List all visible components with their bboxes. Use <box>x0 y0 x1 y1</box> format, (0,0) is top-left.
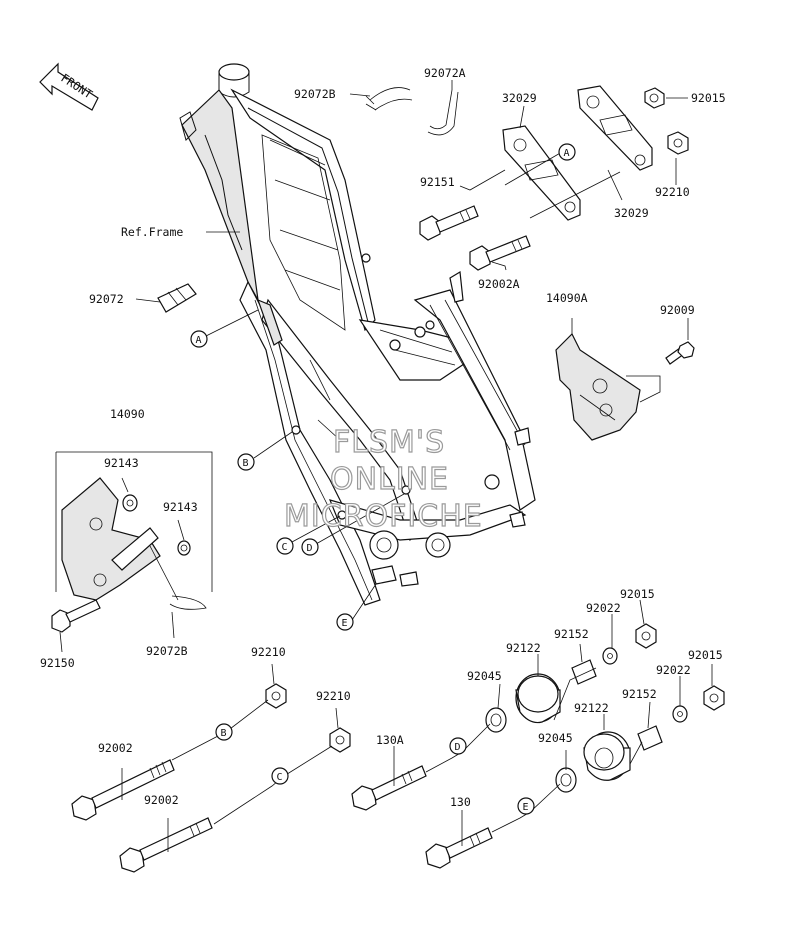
ref-c-frame: C <box>282 542 288 553</box>
label-92022-a: 92022 <box>586 601 621 615</box>
ref-marker-a-frame <box>190 330 208 348</box>
collar-92152-upper <box>571 659 597 685</box>
ref-e-frame: E <box>342 618 348 629</box>
guard-14090A <box>555 332 641 441</box>
watermark: FLSM'S ONLINE MICROFICHE <box>283 424 483 534</box>
label-ref-frame: Ref.Frame <box>121 225 183 239</box>
label-130: 130 <box>450 795 471 809</box>
frame-drawing <box>179 63 536 606</box>
ref-d-bolt: D <box>455 742 461 753</box>
bolt-92002-upper <box>71 759 175 821</box>
part-labels: 92072B 92072A 32029 92015 92151 92210 32… <box>40 66 726 809</box>
bolt-130 <box>425 827 493 869</box>
bolt-92002-lower <box>119 817 213 873</box>
reference-markers: A A B B C C D D E E <box>190 143 576 815</box>
watermark-line-1: FLSM'S <box>333 425 445 460</box>
collar-92152-lower <box>637 725 663 751</box>
front-arrow: FRONT <box>39 62 99 111</box>
washer-92022-lower <box>672 705 688 723</box>
guard-14090-group <box>55 451 213 610</box>
bolt-92002A <box>469 235 531 271</box>
washer-92022-upper <box>602 647 618 665</box>
bracket-32029-left <box>502 125 581 221</box>
label-92002-a: 92002 <box>98 741 133 755</box>
bolt-130A <box>351 765 427 811</box>
label-14090: 14090 <box>110 407 145 421</box>
bearing-92045-lower <box>555 767 577 793</box>
label-92015-b: 92015 <box>620 587 655 601</box>
ref-marker-b-bolt <box>215 723 233 741</box>
nut-92015-mid <box>635 623 657 649</box>
label-92072A: 92072A <box>424 66 466 80</box>
label-92210-c: 92210 <box>316 689 351 703</box>
ref-marker-a-bracket <box>558 143 576 161</box>
label-92045-b: 92045 <box>538 731 573 745</box>
ref-a-frame: A <box>196 335 202 346</box>
ref-marker-c-frame <box>276 537 294 555</box>
ref-marker-d-frame <box>301 538 319 556</box>
label-92152-b: 92152 <box>622 687 657 701</box>
bolt-92009 <box>665 341 695 365</box>
label-92151: 92151 <box>420 175 455 189</box>
ref-b-frame: B <box>243 458 249 469</box>
ref-c-bolt: C <box>277 772 283 783</box>
ref-e-bolt: E <box>523 802 529 813</box>
label-92210-b: 92210 <box>251 645 286 659</box>
nut-92210-mid <box>265 683 287 709</box>
label-92015-a: 92015 <box>691 91 726 105</box>
label-92122-a: 92122 <box>506 641 541 655</box>
collar-92122-upper <box>515 673 561 724</box>
label-92072B-top: 92072B <box>294 87 336 101</box>
ref-marker-d-bolt <box>449 737 467 755</box>
bolt-92150 <box>51 599 101 633</box>
label-92143-b: 92143 <box>163 500 198 514</box>
watermark-line-3: MICROFICHE <box>284 499 483 534</box>
nut-92210-low <box>329 727 351 753</box>
label-92150: 92150 <box>40 656 75 670</box>
ref-b-bolt: B <box>221 728 227 739</box>
ref-d-frame: D <box>307 543 313 554</box>
nut-92015-top <box>644 87 665 109</box>
ref-a-bracket: A <box>564 148 570 159</box>
watermark-line-2: ONLINE <box>330 462 449 497</box>
nut-92015-low <box>703 685 725 711</box>
ref-marker-e-frame <box>336 613 354 631</box>
label-32029-a: 32029 <box>502 91 537 105</box>
nut-92210-top <box>667 131 689 155</box>
label-14090A: 14090A <box>546 291 588 305</box>
label-92143-a: 92143 <box>104 456 139 470</box>
label-92002A: 92002A <box>478 277 520 291</box>
label-92072B-bottom: 92072B <box>146 644 188 658</box>
bolt-92151 <box>419 205 479 241</box>
bracket-32029-right <box>577 85 653 171</box>
clamp-92072 <box>157 283 197 313</box>
label-130A: 130A <box>376 733 404 747</box>
label-92002-b: 92002 <box>144 793 179 807</box>
ref-marker-b-frame <box>237 453 255 471</box>
clip-92072B-top <box>365 87 413 111</box>
bearing-92045-upper <box>485 707 507 733</box>
label-32029-b: 32029 <box>614 206 649 220</box>
label-92022-b: 92022 <box>656 663 691 677</box>
label-92210-a: 92210 <box>655 185 690 199</box>
label-92045-a: 92045 <box>467 669 502 683</box>
label-92009: 92009 <box>660 303 695 317</box>
label-92122-b: 92122 <box>574 701 609 715</box>
clip-92072A <box>427 89 459 136</box>
label-92072: 92072 <box>89 292 124 306</box>
label-92152-a: 92152 <box>554 627 589 641</box>
ref-marker-c-bolt <box>271 767 289 785</box>
label-92015-c: 92015 <box>688 648 723 662</box>
ref-marker-e-bolt <box>517 797 535 815</box>
collar-92122-lower <box>583 731 631 781</box>
